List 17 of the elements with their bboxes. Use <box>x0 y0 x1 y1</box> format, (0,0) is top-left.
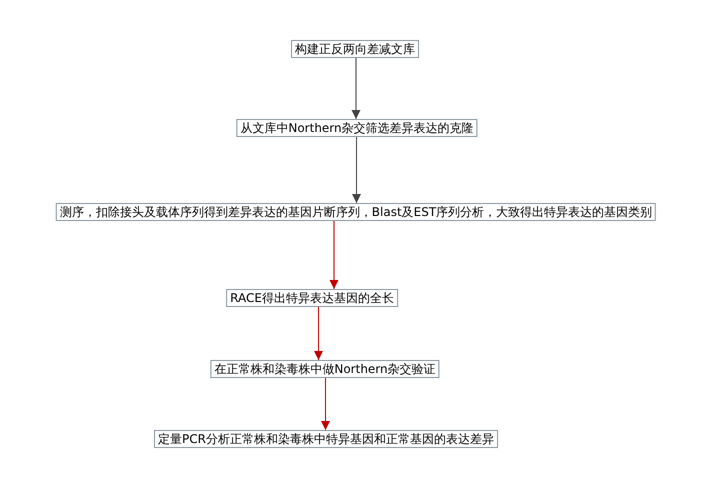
process-box <box>154 430 498 448</box>
step-text: RACE得出特异表达基因的全长 <box>230 291 394 305</box>
step-text: 测序，扣除接头及载体序列得到差异表达的基因片断序列，Blast及EST序列分析，大致得出特异表达的基因类别 <box>60 205 652 219</box>
process-box <box>56 203 656 221</box>
step-text: 从文库中Northern杂交筛选差异表达的克隆 <box>240 121 474 135</box>
process-box <box>236 119 478 137</box>
arrow <box>352 58 360 120</box>
process-box <box>291 40 419 58</box>
arrow <box>352 136 361 204</box>
arrow <box>321 378 330 430</box>
process-box <box>210 360 440 378</box>
step-text: 在正常株和染毒株中做Northern杂交验证 <box>214 362 436 376</box>
process-box <box>226 289 398 307</box>
step-text: 构建正反两向差减文库 <box>295 42 415 56</box>
step-text: 定量PCR分析正常株和染毒株中特异基因和正常基因的表达差异 <box>158 432 494 446</box>
arrow <box>314 306 323 360</box>
arrow <box>330 220 338 290</box>
